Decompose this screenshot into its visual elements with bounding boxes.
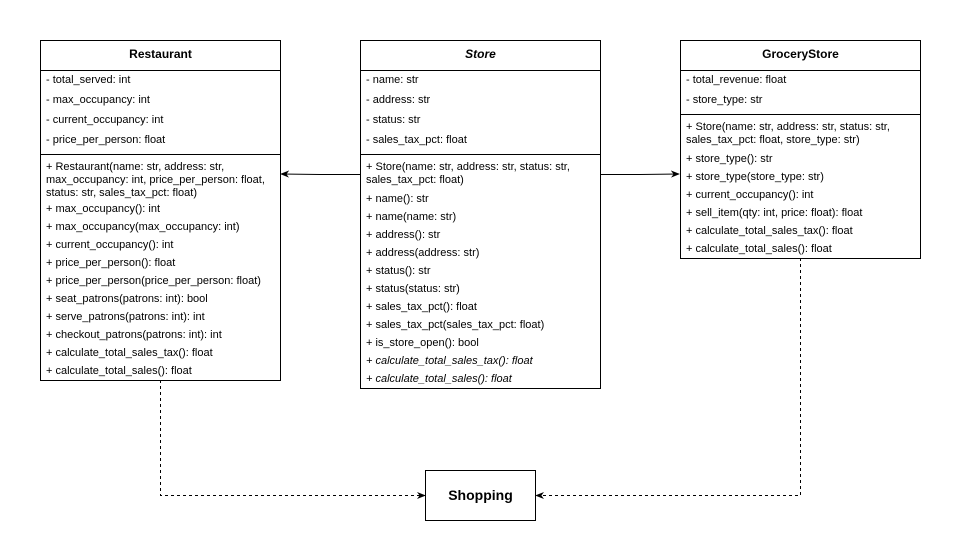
attribute: - current_occupancy: int xyxy=(46,114,164,126)
method: + Store(name: str, address: str, status:… xyxy=(366,161,573,186)
method: + store_type(): str xyxy=(686,153,773,165)
edge-store-to-grocery-store xyxy=(600,170,680,178)
attribute: - sales_tax_pct: float xyxy=(366,134,467,146)
method: + Store(name: str, address: str, status:… xyxy=(686,121,893,146)
method: + sales_tax_pct(): float xyxy=(366,301,477,313)
class-name: GroceryStore xyxy=(681,41,920,71)
attribute: - total_revenue: float xyxy=(686,74,787,86)
edge-store-to-restaurant xyxy=(280,170,360,178)
method: + address(address: str) xyxy=(366,247,480,259)
method: + calculate_total_sales_tax(): float xyxy=(686,225,853,237)
method: + serve_patrons(patrons: int): int xyxy=(46,311,205,323)
attributes-section: - name: str - address: str - status: str… xyxy=(361,71,600,155)
attribute: - store_type: str xyxy=(686,94,763,106)
attribute: - price_per_person: float xyxy=(46,134,166,146)
methods-section: + Store(name: str, address: str, status:… xyxy=(361,155,600,391)
method: + sell_item(qty: int, price: float): flo… xyxy=(686,207,863,219)
method: + checkout_patrons(patrons: int): int xyxy=(46,329,222,341)
attributes-section: - total_served: int - max_occupancy: int… xyxy=(41,71,280,155)
method: + max_occupancy(): int xyxy=(46,203,161,215)
methods-section: + Store(name: str, address: str, status:… xyxy=(681,115,920,261)
method: + seat_patrons(patrons: int): bool xyxy=(46,293,208,305)
method: + name(): str xyxy=(366,193,429,205)
abstract-method: + calculate_total_sales(): float xyxy=(366,373,512,385)
method: + status(status: str) xyxy=(366,283,460,295)
class-name: Store xyxy=(361,41,600,71)
edge-restaurant-to-shopping xyxy=(160,380,426,500)
method: + price_per_person(): float xyxy=(46,257,176,269)
edge-grocery-store-to-shopping xyxy=(535,258,801,500)
method: + price_per_person(price_per_person: flo… xyxy=(46,275,261,287)
method: + current_occupancy(): int xyxy=(46,239,174,251)
method: + store_type(store_type: str) xyxy=(686,171,824,183)
attribute: - address: str xyxy=(366,94,431,106)
interface-name: Shopping xyxy=(448,487,513,503)
method: + status(): str xyxy=(366,265,431,277)
attribute: - status: str xyxy=(366,114,421,126)
method: + address(): str xyxy=(366,229,441,241)
method: + max_occupancy(max_occupancy: int) xyxy=(46,221,240,233)
method: + calculate_total_sales(): float xyxy=(686,243,832,255)
method: + Restaurant(name: str, address: str, ma… xyxy=(46,161,268,199)
methods-section: + Restaurant(name: str, address: str, ma… xyxy=(41,155,280,383)
attribute: - name: str xyxy=(366,74,419,86)
method: + calculate_total_sales(): float xyxy=(46,365,192,377)
class-grocery-store[interactable]: GroceryStore - total_revenue: float - st… xyxy=(680,40,921,259)
class-store[interactable]: Store - name: str - address: str - statu… xyxy=(360,40,601,389)
attributes-section: - total_revenue: float - store_type: str xyxy=(681,71,920,115)
class-restaurant[interactable]: Restaurant - total_served: int - max_occ… xyxy=(40,40,281,381)
abstract-method: + calculate_total_sales_tax(): float xyxy=(366,355,533,367)
interface-shopping[interactable]: Shopping xyxy=(425,470,536,521)
method: + name(name: str) xyxy=(366,211,457,223)
method: + current_occupancy(): int xyxy=(686,189,814,201)
method: + sales_tax_pct(sales_tax_pct: float) xyxy=(366,319,545,331)
method: + is_store_open(): bool xyxy=(366,337,479,349)
class-name: Restaurant xyxy=(41,41,280,71)
attribute: - total_served: int xyxy=(46,74,131,86)
method: + calculate_total_sales_tax(): float xyxy=(46,347,213,359)
attribute: - max_occupancy: int xyxy=(46,94,150,106)
